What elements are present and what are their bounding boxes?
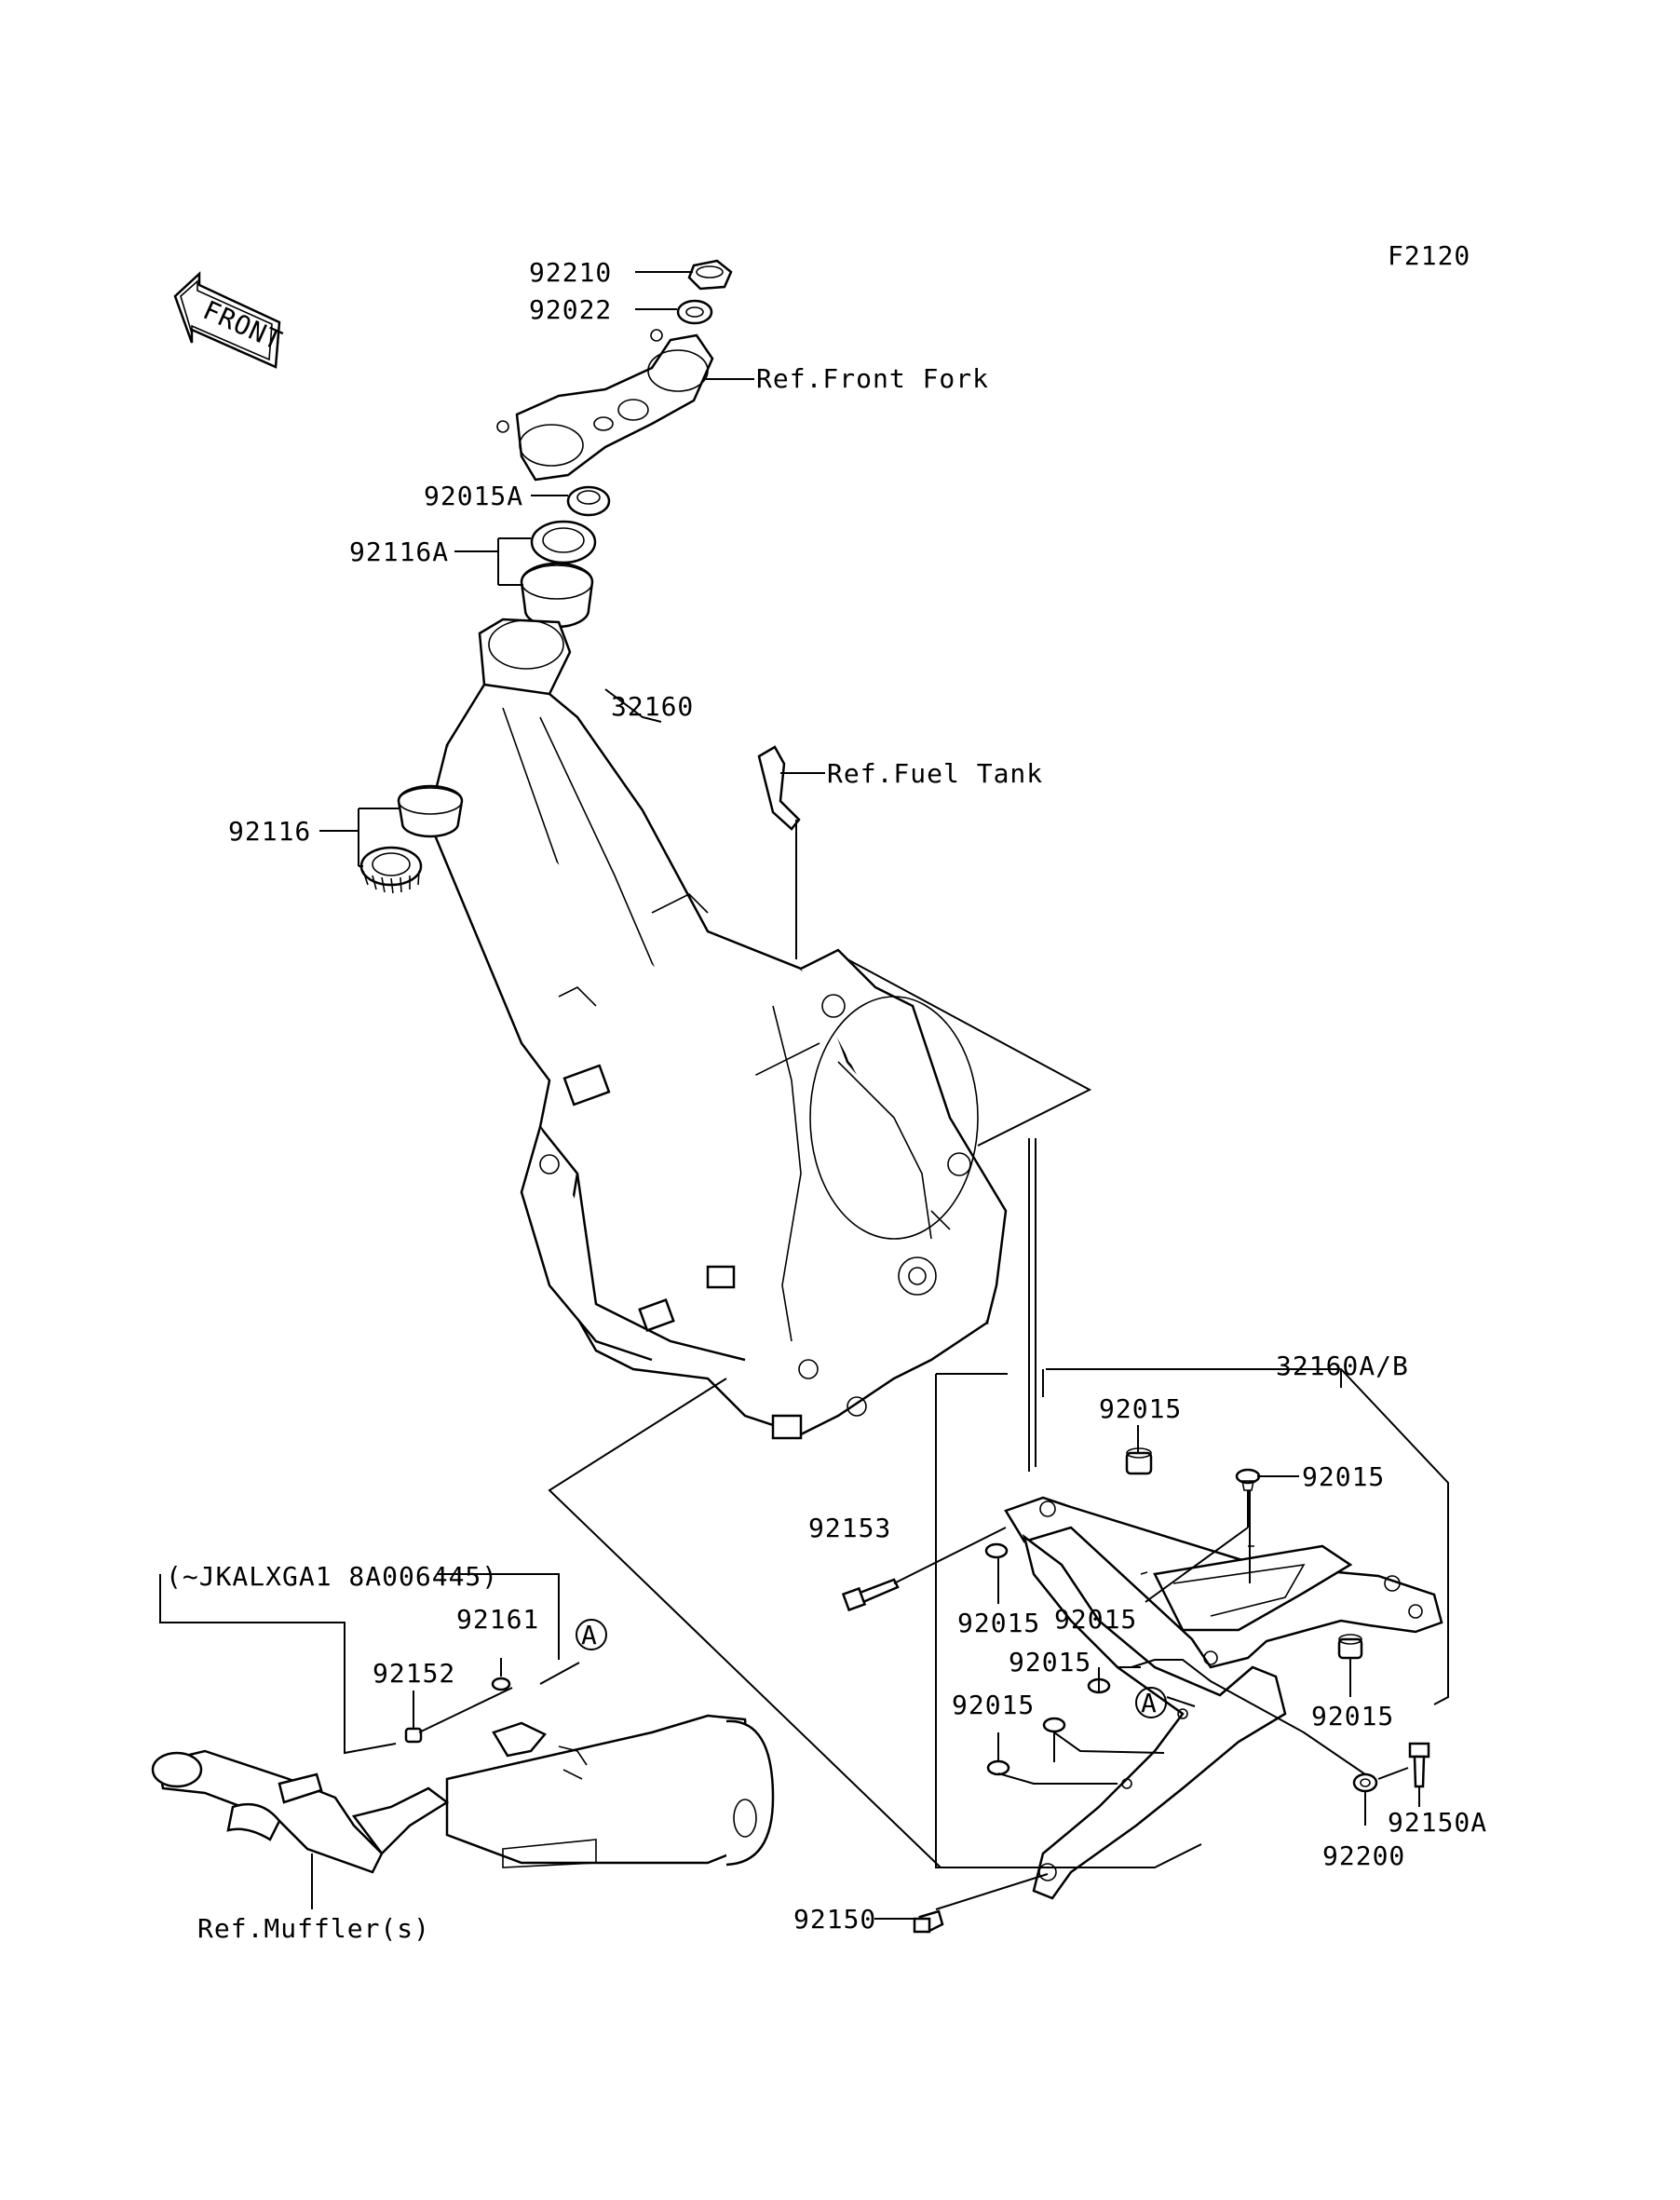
label-92015-far-right: 92015	[1311, 1701, 1394, 1731]
label-92015-mid-left: 92015	[957, 1608, 1040, 1638]
label-92153: 92153	[808, 1513, 891, 1543]
label-92150: 92150	[793, 1904, 876, 1935]
steering-stem-nut	[687, 259, 733, 291]
collar-92015-b	[1235, 1468, 1261, 1491]
stem-nut-92015A	[566, 485, 611, 517]
main-frame	[427, 618, 1008, 1440]
lower-bearing-92116	[359, 784, 464, 894]
serial-note: (~JKALXGA1 8A006445)	[166, 1561, 498, 1592]
collar-92015-g	[1337, 1634, 1363, 1660]
label-92015-right: 92015	[1302, 1461, 1385, 1492]
collar-92015-c	[984, 1542, 1009, 1559]
label-ref-front-fork: Ref.Front Fork	[756, 363, 989, 394]
callout-a-subframe-letter: A	[1141, 1688, 1158, 1718]
sub-frame	[1004, 1496, 1443, 1900]
steering-stem-head	[496, 329, 714, 482]
washer-92200	[1352, 1772, 1378, 1793]
label-32160: 32160	[611, 691, 694, 722]
label-92015-top: 92015	[1099, 1393, 1182, 1424]
collar-92015-f	[986, 1759, 1010, 1776]
upper-bearing-92116A	[520, 520, 597, 629]
leader-lines	[159, 271, 1449, 1920]
label-92161: 92161	[456, 1604, 539, 1635]
label-92200: 92200	[1322, 1840, 1405, 1871]
washer-92022	[676, 299, 713, 325]
callout-a-subframe: A	[1135, 1687, 1167, 1718]
label-92152: 92152	[373, 1658, 455, 1689]
bolt-92150	[913, 1909, 944, 1934]
label-92116A: 92116A	[349, 536, 449, 567]
fuel-tank-bracket	[757, 745, 801, 831]
label-92022: 92022	[529, 294, 612, 325]
bolt-92153	[841, 1578, 900, 1612]
bolt-92150A	[1408, 1742, 1430, 1788]
bolt-92152	[404, 1727, 423, 1744]
washer-92161	[491, 1677, 511, 1691]
label-92015-lower: 92015	[1009, 1647, 1091, 1677]
label-92116: 92116	[228, 816, 311, 847]
diagram-code: F2120	[1388, 240, 1470, 271]
collar-92015-e	[1042, 1717, 1066, 1733]
label-92015-lowest: 92015	[952, 1690, 1035, 1720]
muffler	[151, 1714, 775, 1874]
callout-a-muffler-letter: A	[581, 1620, 598, 1650]
label-ref-fuel-tank: Ref.Fuel Tank	[827, 758, 1043, 789]
label-ref-muffler: Ref.Muffler(s)	[197, 1913, 430, 1944]
label-92015A: 92015A	[424, 481, 523, 511]
label-32160AB: 32160A/B	[1276, 1351, 1409, 1381]
label-92150A: 92150A	[1388, 1807, 1487, 1838]
label-92210: 92210	[529, 257, 612, 288]
callout-a-muffler: A	[576, 1619, 607, 1650]
front-arrow-icon: FRONT	[173, 271, 287, 369]
label-92015-mid: 92015	[1054, 1604, 1137, 1635]
